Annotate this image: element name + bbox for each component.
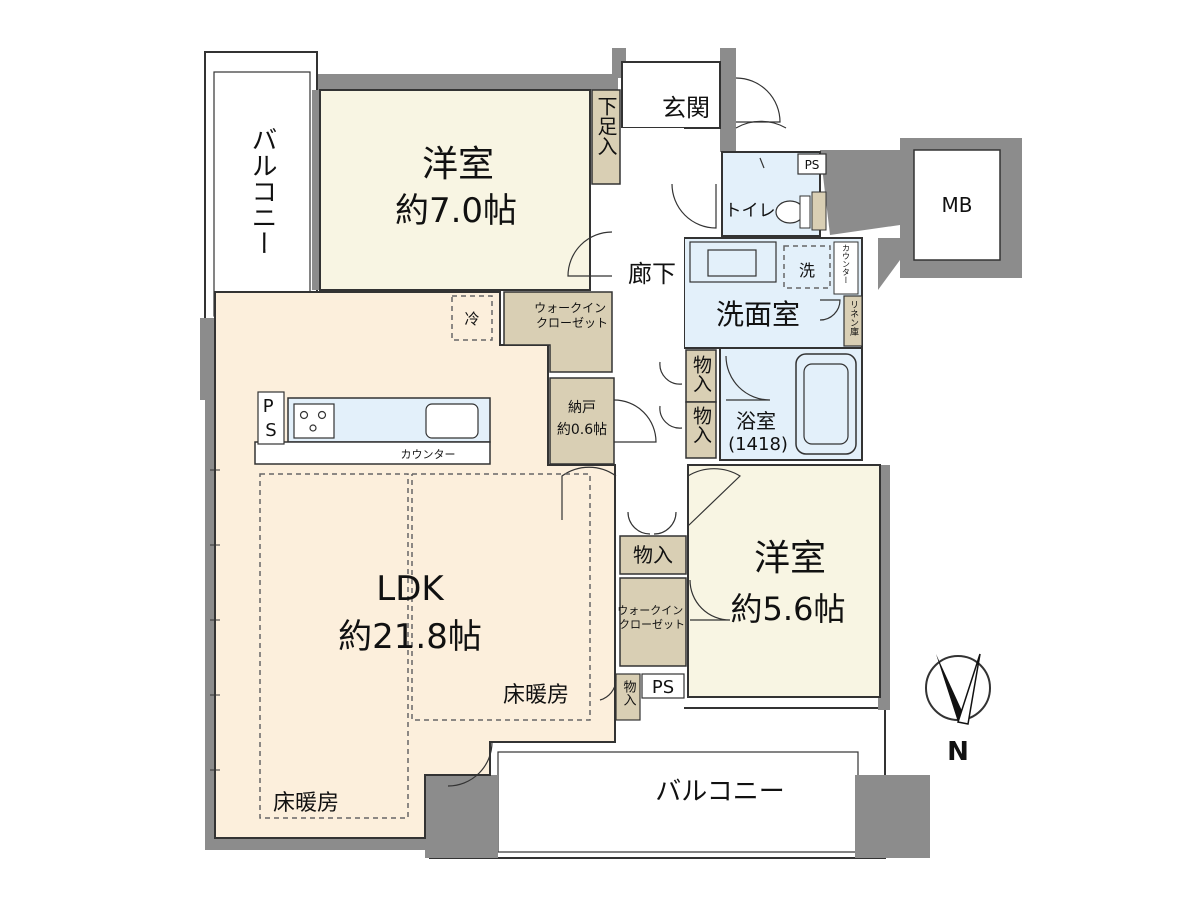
balcony-south-label: バルコニー bbox=[655, 777, 784, 807]
north-arrow bbox=[925, 653, 991, 725]
walkin-closet-2-line1: ウォークイン bbox=[617, 604, 683, 617]
doors bbox=[447, 77, 841, 787]
walkin-closet-1-label: ウォークイン クローゼット bbox=[534, 301, 610, 330]
walkin-closet-1-line2: クローゼット bbox=[536, 316, 608, 330]
mb-label: MB bbox=[942, 193, 973, 217]
ps-kitchen-s: S bbox=[265, 420, 276, 441]
western-room-1-label: 洋室 bbox=[422, 144, 494, 185]
labels: バルコニー 洋室 約7.0帖 玄関 下足入 トイレ PS MB 廊下 洗 カウン… bbox=[247, 94, 972, 816]
closet-small bbox=[615, 673, 641, 721]
washbasin bbox=[689, 241, 777, 283]
ps-top-label: PS bbox=[805, 158, 820, 172]
left-windows bbox=[210, 469, 220, 771]
walkin-closet-2-line2: クローゼット bbox=[619, 618, 685, 631]
fridge-label: 冷 bbox=[464, 310, 479, 328]
linen-storage bbox=[843, 295, 863, 347]
stove bbox=[293, 403, 335, 439]
corridor-label: 廊下 bbox=[628, 260, 676, 288]
walkin-closet-1 bbox=[503, 291, 613, 373]
closet-3-label: 物入 bbox=[633, 543, 673, 567]
fridge bbox=[451, 295, 493, 341]
western-room-2-label: 洋室 bbox=[754, 538, 826, 579]
walkin-closet-2 bbox=[619, 577, 687, 667]
closet-1 bbox=[685, 349, 717, 403]
bar-counter bbox=[254, 441, 491, 465]
closet-small-label: 物入 bbox=[621, 680, 637, 706]
toilet-label: トイレ bbox=[725, 201, 776, 221]
fixtures bbox=[254, 153, 859, 699]
western-room-2-size: 約5.6帖 bbox=[731, 590, 846, 628]
ps-kitchen-label: P S bbox=[263, 396, 280, 441]
washroom-label: 洗面室 bbox=[716, 298, 800, 331]
ps-bottom-label: PS bbox=[652, 677, 674, 698]
counter-label: カウンター bbox=[401, 448, 456, 461]
washer-box bbox=[783, 245, 831, 289]
washer-label: 洗 bbox=[799, 261, 815, 280]
storage-room-size: 約0.6帖 bbox=[557, 422, 607, 438]
counter-small-label: カウンター bbox=[842, 244, 851, 284]
bathroom-label: 浴室 bbox=[736, 409, 776, 433]
ps-kitchen-box bbox=[257, 391, 285, 445]
bathtub bbox=[795, 353, 857, 455]
shoe-box bbox=[591, 89, 621, 185]
floor-heating-zones bbox=[259, 473, 591, 819]
ldk-label: LDK bbox=[376, 569, 445, 609]
ldk-size: 約21.8帖 bbox=[338, 617, 482, 657]
storage-room-label: 納戸 bbox=[568, 400, 596, 416]
walkin-closet-2-label: ウォークイン クローゼット bbox=[617, 604, 687, 631]
floor-heating-2-label: 床暖房 bbox=[273, 791, 339, 816]
closet-3 bbox=[619, 535, 687, 575]
closet-2-label: 物入 bbox=[690, 406, 712, 444]
entrance-label: 玄関 bbox=[662, 94, 710, 122]
western-room-1-size: 約7.0帖 bbox=[395, 191, 517, 231]
shoe-box-label: 下足入 bbox=[594, 96, 618, 156]
north-label: N bbox=[947, 737, 969, 767]
linen-label: リネン庫 bbox=[848, 300, 859, 337]
ps-bottom-box bbox=[641, 673, 685, 699]
bathroom-size: (1418) bbox=[728, 434, 788, 455]
storage-room bbox=[549, 377, 615, 465]
floor-heating-1-label: 床暖房 bbox=[503, 683, 569, 708]
western-room-1 bbox=[319, 89, 591, 291]
balcony-west-label: バルコニー bbox=[247, 126, 277, 256]
storage-areas bbox=[503, 89, 863, 721]
walkin-closet-1-line1: ウォークイン bbox=[534, 301, 606, 315]
closet-1-label: 物入 bbox=[690, 355, 712, 393]
ps-top-box bbox=[797, 153, 827, 175]
toilet-cabinet bbox=[811, 191, 827, 231]
closet-2 bbox=[685, 401, 717, 459]
ps-kitchen-p: P bbox=[263, 396, 274, 417]
western-room-2 bbox=[687, 464, 881, 698]
sink bbox=[425, 403, 479, 439]
